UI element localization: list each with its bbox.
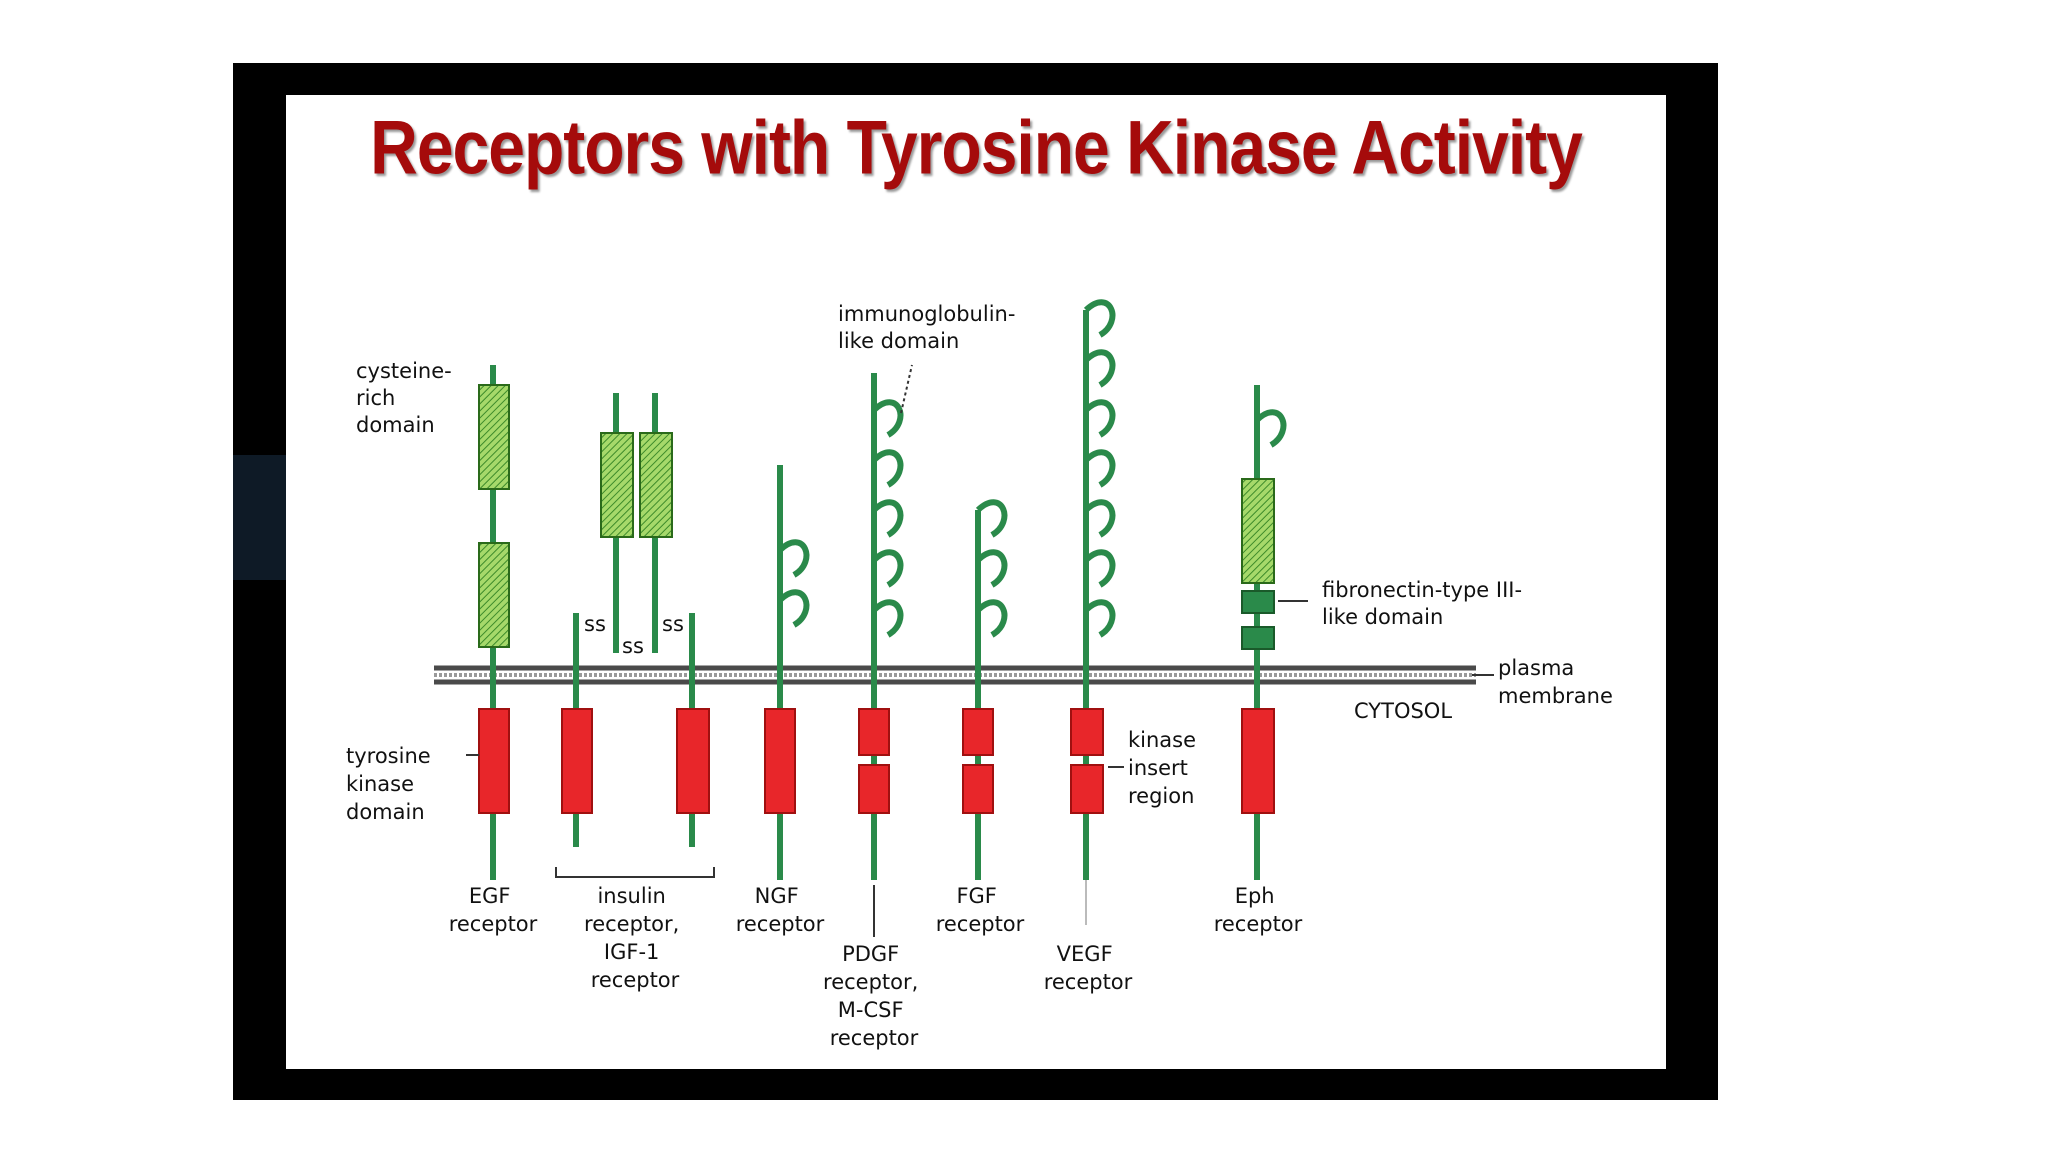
cysteine-rich-domain	[600, 432, 634, 538]
egf-receptor-label: EGF receptor	[449, 884, 538, 936]
tyrosine-kinase-domain	[676, 708, 710, 814]
disulfide-label: ss	[662, 612, 684, 636]
tyrosine-kinase-domain	[764, 708, 796, 814]
fibronectin-domain	[1241, 626, 1275, 650]
frame-side-block	[233, 455, 286, 580]
insulin-receptor-label: insulin receptor, IGF-1 receptor	[584, 884, 686, 992]
vegf-receptor	[1070, 299, 1116, 925]
slide: Receptors with Tyrosine Kinase Activity	[286, 95, 1666, 1069]
eph-receptor	[1241, 385, 1308, 880]
plasma-membrane-label: plasma membrane	[1498, 656, 1613, 708]
cysteine-rich-domain	[478, 384, 510, 490]
tyrosine-kinase-domain	[1070, 764, 1104, 814]
slide-title: Receptors with Tyrosine Kinase Activity	[370, 104, 1583, 190]
tyrosine-kinase-domain	[1070, 708, 1104, 756]
tyrosine-kinase-domain	[858, 708, 890, 756]
cysteine-rich-domain	[478, 542, 510, 648]
pdgf-receptor-label: PDGF receptor, M-CSF receptor	[823, 942, 925, 1050]
kinase-insert-label: kinase insert region	[1128, 728, 1203, 808]
fibronectin-domain	[1241, 590, 1275, 614]
eph-receptor-label: Eph receptor	[1214, 884, 1303, 936]
ngf-receptor-label: NGF receptor	[736, 884, 825, 936]
pdgf-receptor	[858, 364, 913, 937]
tyrosine-kinase-label: tyrosine kinase domain	[346, 744, 437, 824]
cysteine-rich-domain	[639, 432, 673, 538]
fgf-receptor	[962, 499, 1008, 880]
tyrosine-kinase-domain	[962, 764, 994, 814]
plasma-membrane	[434, 665, 1476, 685]
receptor-diagram: ss ss ss	[346, 299, 1613, 1050]
egf-receptor	[478, 365, 510, 880]
tyrosine-kinase-domain	[962, 708, 994, 756]
fibronectin-label: fibronectin-type III- like domain	[1322, 578, 1529, 629]
cysteine-rich-label: cysteine- rich domain	[356, 359, 458, 437]
disulfide-label: ss	[584, 612, 606, 636]
cytosol-label: CYTOSOL	[1354, 699, 1452, 723]
vegf-receptor-label: VEGF receptor	[1044, 942, 1133, 994]
cysteine-rich-domain	[1241, 478, 1275, 584]
disulfide-label: ss	[622, 634, 644, 658]
ngf-receptor	[764, 465, 810, 880]
tyrosine-kinase-domain	[1241, 708, 1275, 814]
tyrosine-kinase-domain	[561, 708, 593, 814]
tyrosine-kinase-domain	[478, 708, 510, 814]
tyrosine-kinase-domain	[858, 764, 890, 814]
fgf-receptor-label: FGF receptor	[936, 884, 1025, 936]
insulin-receptor: ss ss ss	[555, 393, 715, 878]
immunoglobulin-label: immunoglobulin- like domain	[838, 302, 1022, 353]
